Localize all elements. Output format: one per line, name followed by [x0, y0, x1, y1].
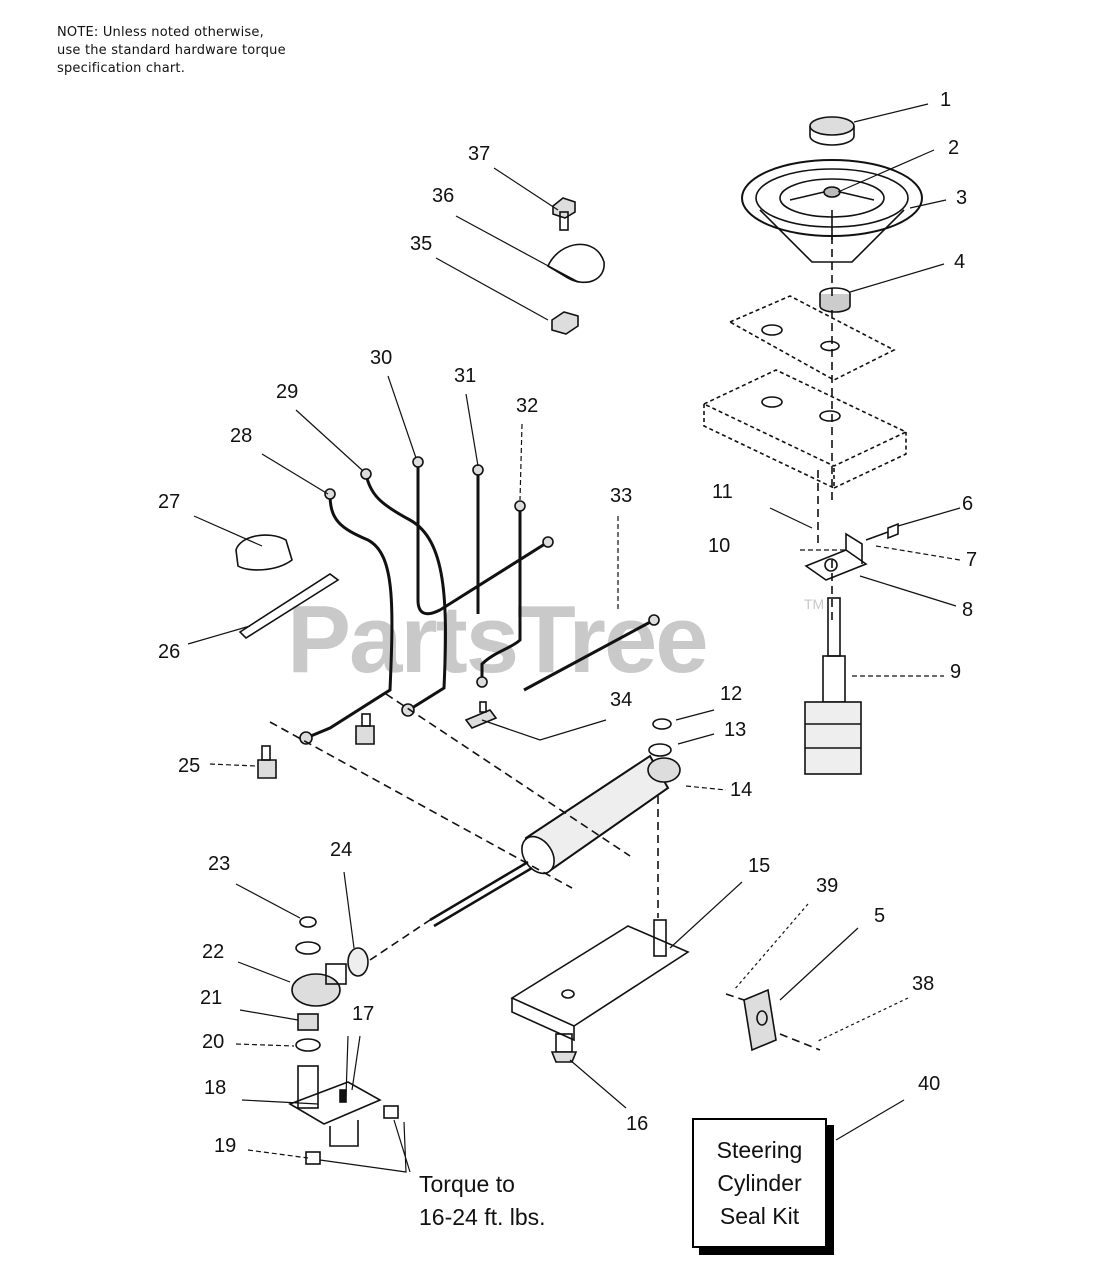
callout-31: 31	[454, 365, 476, 387]
seal-kit-box[interactable]: Steering Cylinder Seal Kit	[692, 1118, 827, 1248]
callout-32: 32	[516, 395, 538, 417]
callout-23: 23	[208, 853, 230, 875]
callout-40: 40	[918, 1073, 940, 1095]
cable-clip-part[interactable]	[235, 534, 293, 571]
callout-1: 1	[940, 89, 951, 111]
callout-36: 36	[432, 185, 454, 207]
callout-38: 38	[912, 973, 934, 995]
torque-line-2: 16-24 ft. lbs.	[419, 1204, 546, 1230]
elbow-fitting-left-part[interactable]	[257, 745, 277, 779]
tee-fitting-part[interactable]	[464, 701, 498, 729]
callout-5: 5	[874, 905, 885, 927]
pivot-arm-part[interactable]	[288, 1065, 399, 1165]
callout-35: 35	[410, 233, 432, 255]
dash-plate-part	[728, 295, 896, 381]
callout-2: 2	[948, 137, 959, 159]
hydraulic-lines[interactable]	[305, 462, 655, 740]
rod-end-part[interactable]	[291, 947, 369, 1007]
clamp-bolt-part[interactable]	[552, 197, 576, 231]
callout-22: 22	[202, 941, 224, 963]
axle-bracket-part[interactable]	[510, 919, 690, 1042]
callout-34: 34	[610, 689, 632, 711]
partstree-watermark: PartsTree	[287, 586, 709, 693]
pivot-washers[interactable]	[295, 916, 321, 1052]
hose-fittings[interactable]	[299, 456, 660, 745]
callout-20: 20	[202, 1031, 224, 1053]
wheel-hub-part[interactable]	[819, 287, 851, 313]
leader-lines	[187, 103, 961, 1173]
clamp-nut-part[interactable]	[551, 311, 579, 335]
callout-8: 8	[962, 599, 973, 621]
callout-25: 25	[178, 755, 200, 777]
callout-7: 7	[966, 549, 977, 571]
note-line-3: specification chart.	[57, 61, 186, 76]
callout-numbers: 1 2 3 4 5 6 7 8 9 10 11 12 13 14 15 16 1…	[158, 89, 977, 1157]
steering-cylinder-part[interactable]	[429, 754, 681, 928]
elbow-fitting-mid-part[interactable]	[355, 713, 375, 745]
console-block-part	[702, 369, 908, 490]
callout-19: 19	[214, 1135, 236, 1157]
bolt-part[interactable]	[865, 522, 899, 541]
assembly-lines	[269, 470, 821, 1051]
callout-24: 24	[330, 839, 352, 861]
hose-clamp-part[interactable]	[546, 243, 605, 284]
callout-26: 26	[158, 641, 180, 663]
washers-12-13[interactable]	[648, 718, 672, 757]
callout-6: 6	[962, 493, 973, 515]
torque-spec-label: Torque to 16-24 ft. lbs.	[419, 1168, 546, 1234]
kit-line-1: Steering	[716, 1136, 803, 1163]
torque-line-1: Torque to	[419, 1171, 515, 1197]
steering-column-part[interactable]	[804, 597, 862, 775]
callout-39: 39	[816, 875, 838, 897]
callout-4: 4	[954, 251, 965, 273]
steering-wheel-part[interactable]	[741, 159, 923, 263]
callout-10: 10	[708, 535, 730, 557]
callout-21: 21	[200, 987, 222, 1009]
callout-14: 14	[730, 779, 752, 801]
callout-28: 28	[230, 425, 252, 447]
callout-13: 13	[724, 719, 746, 741]
kit-line-2: Cylinder	[717, 1169, 802, 1196]
trademark-mark: TM	[804, 596, 825, 612]
callout-15: 15	[748, 855, 770, 877]
callout-29: 29	[276, 381, 298, 403]
plate-5-part[interactable]	[743, 988, 777, 1052]
steering-cap-part[interactable]	[809, 116, 855, 146]
callout-37: 37	[468, 143, 490, 165]
hardware-torque-note: NOTE: Unless noted otherwise, use the st…	[57, 24, 286, 78]
callout-16: 16	[626, 1113, 648, 1135]
callout-11: 11	[712, 481, 733, 503]
bracket-bolt-part[interactable]	[550, 1033, 578, 1063]
kit-line-3: Seal Kit	[719, 1202, 800, 1229]
callout-12: 12	[720, 683, 742, 705]
callout-3: 3	[956, 187, 967, 209]
mount-bracket-part[interactable]	[804, 532, 868, 581]
note-line-1: NOTE: Unless noted otherwise,	[57, 25, 264, 40]
callout-18: 18	[204, 1077, 226, 1099]
callout-33: 33	[610, 485, 632, 507]
cable-tie-part[interactable]	[238, 573, 340, 640]
note-line-2: use the standard hardware torque	[57, 43, 286, 58]
callout-17: 17	[352, 1003, 374, 1025]
callout-30: 30	[370, 347, 392, 369]
callout-9: 9	[950, 661, 961, 683]
callout-27: 27	[158, 491, 180, 513]
